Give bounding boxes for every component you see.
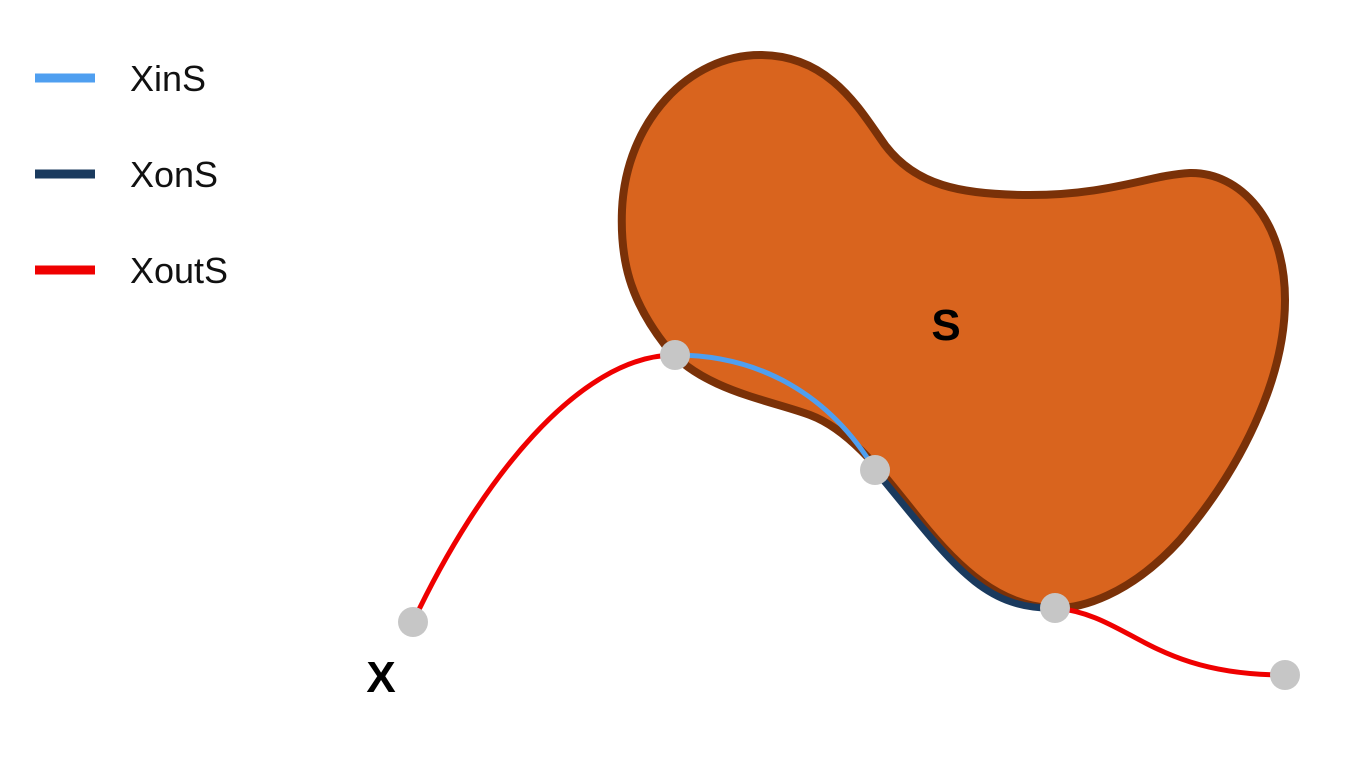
- curve-label-x: X: [366, 653, 395, 702]
- curve-point-end: [1270, 660, 1300, 690]
- legend: XinS XonS XoutS: [35, 58, 228, 291]
- curve-point-exit: [1040, 593, 1070, 623]
- legend-label-xouts: XoutS: [130, 250, 228, 291]
- curve-points: [398, 340, 1300, 690]
- legend-label-xins: XinS: [130, 58, 206, 99]
- curve-point-start: [398, 607, 428, 637]
- set-s-region: [617, 50, 1290, 613]
- curve-segment-xins: [674, 352, 878, 472]
- curve-segment-xouts-left: [410, 352, 676, 624]
- curve-segment-xons: [872, 467, 1056, 612]
- curve-point-entry: [660, 340, 690, 370]
- curve-segment-xouts-right: [1054, 605, 1286, 678]
- curve-point-boundary-start: [860, 455, 890, 485]
- region-label-s: S: [931, 301, 960, 350]
- legend-label-xons: XonS: [130, 154, 218, 195]
